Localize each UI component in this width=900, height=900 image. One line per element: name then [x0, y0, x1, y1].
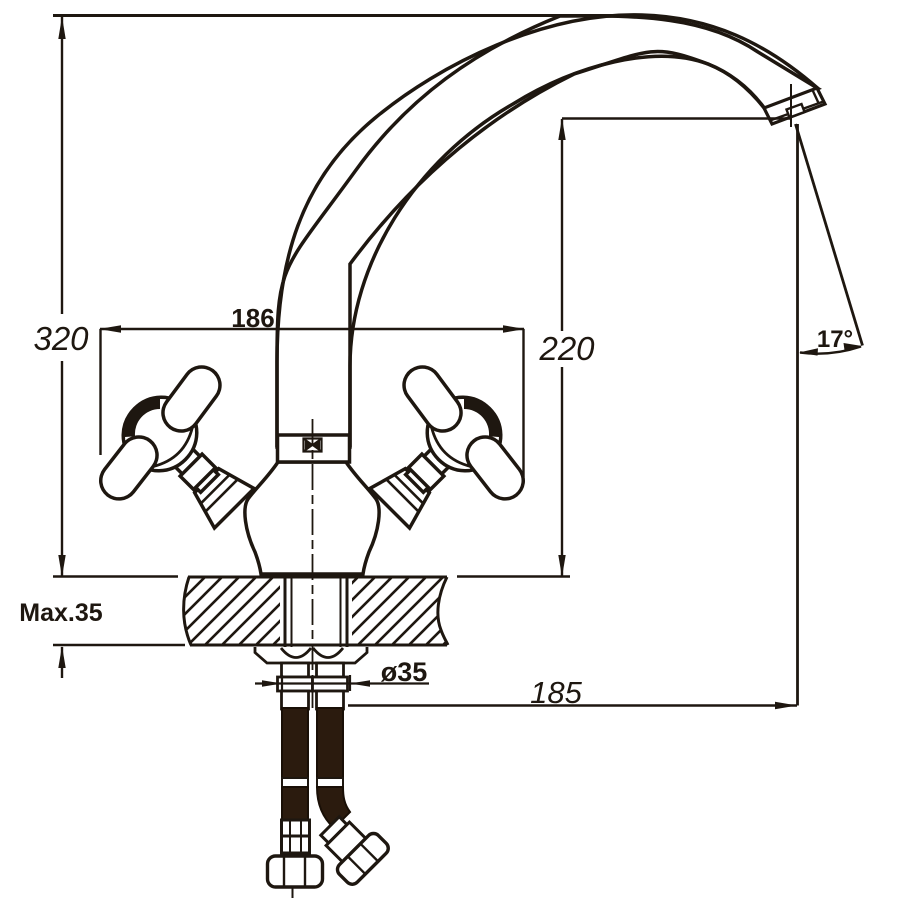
countertop-hatch-right: [352, 577, 448, 645]
countertop-hatch-left: [184, 577, 280, 645]
right-handle-collar: [406, 451, 447, 492]
left-handle: [98, 365, 257, 531]
mounting-hardware: [253, 647, 390, 889]
angle-slant-line: [794, 123, 864, 346]
label-deck-thickness: Max.35: [19, 599, 102, 627]
supply-fitting-right: [311, 661, 349, 711]
right-handle-skirt: [430, 426, 472, 468]
countertop-break-left: [182, 576, 193, 646]
dimension-labels: 320 186 220 17° Max.35 ø35 185: [19, 303, 853, 710]
faucet-body: [98, 13, 828, 576]
countertop-section: [182, 575, 450, 647]
label-total-height: 320: [33, 320, 89, 357]
dim-line-186: [99, 327, 525, 477]
left-handle-shading: [123, 397, 160, 438]
right-handle-cross-lobe-b: [468, 438, 522, 498]
hose-nut-left: [265, 854, 325, 889]
left-handle-cross-lobe-b: [102, 438, 156, 498]
left-handle-skirt: [152, 426, 194, 468]
left-handle-cross-lobe-a: [164, 368, 219, 430]
dim-line-220: [560, 117, 791, 577]
label-spout-height: 220: [538, 330, 595, 367]
right-handle-shading: [464, 397, 501, 438]
label-hole-diameter: ø35: [381, 657, 428, 687]
supply-hose-left: [265, 707, 325, 889]
supply-hose-right: [315, 707, 390, 886]
label-spout-angle: 17°: [817, 326, 853, 353]
left-handle-collar: [177, 451, 218, 492]
mounting-washer: [253, 647, 369, 665]
label-spout-reach: 185: [530, 675, 582, 710]
dim-line-dia35: [255, 675, 429, 691]
shank-threads: [283, 577, 349, 647]
right-handle-cross-lobe-a: [405, 368, 460, 430]
right-handle: [367, 365, 526, 531]
spout-outer-curve: [275, 13, 820, 447]
label-handle-span: 186: [231, 303, 274, 333]
hose-nut-right: [335, 831, 390, 886]
dimension-annotations: [53, 14, 864, 710]
centerlines: [291, 84, 792, 898]
spout-inner-curve: [348, 54, 767, 447]
countertop-break-right: [436, 576, 450, 646]
